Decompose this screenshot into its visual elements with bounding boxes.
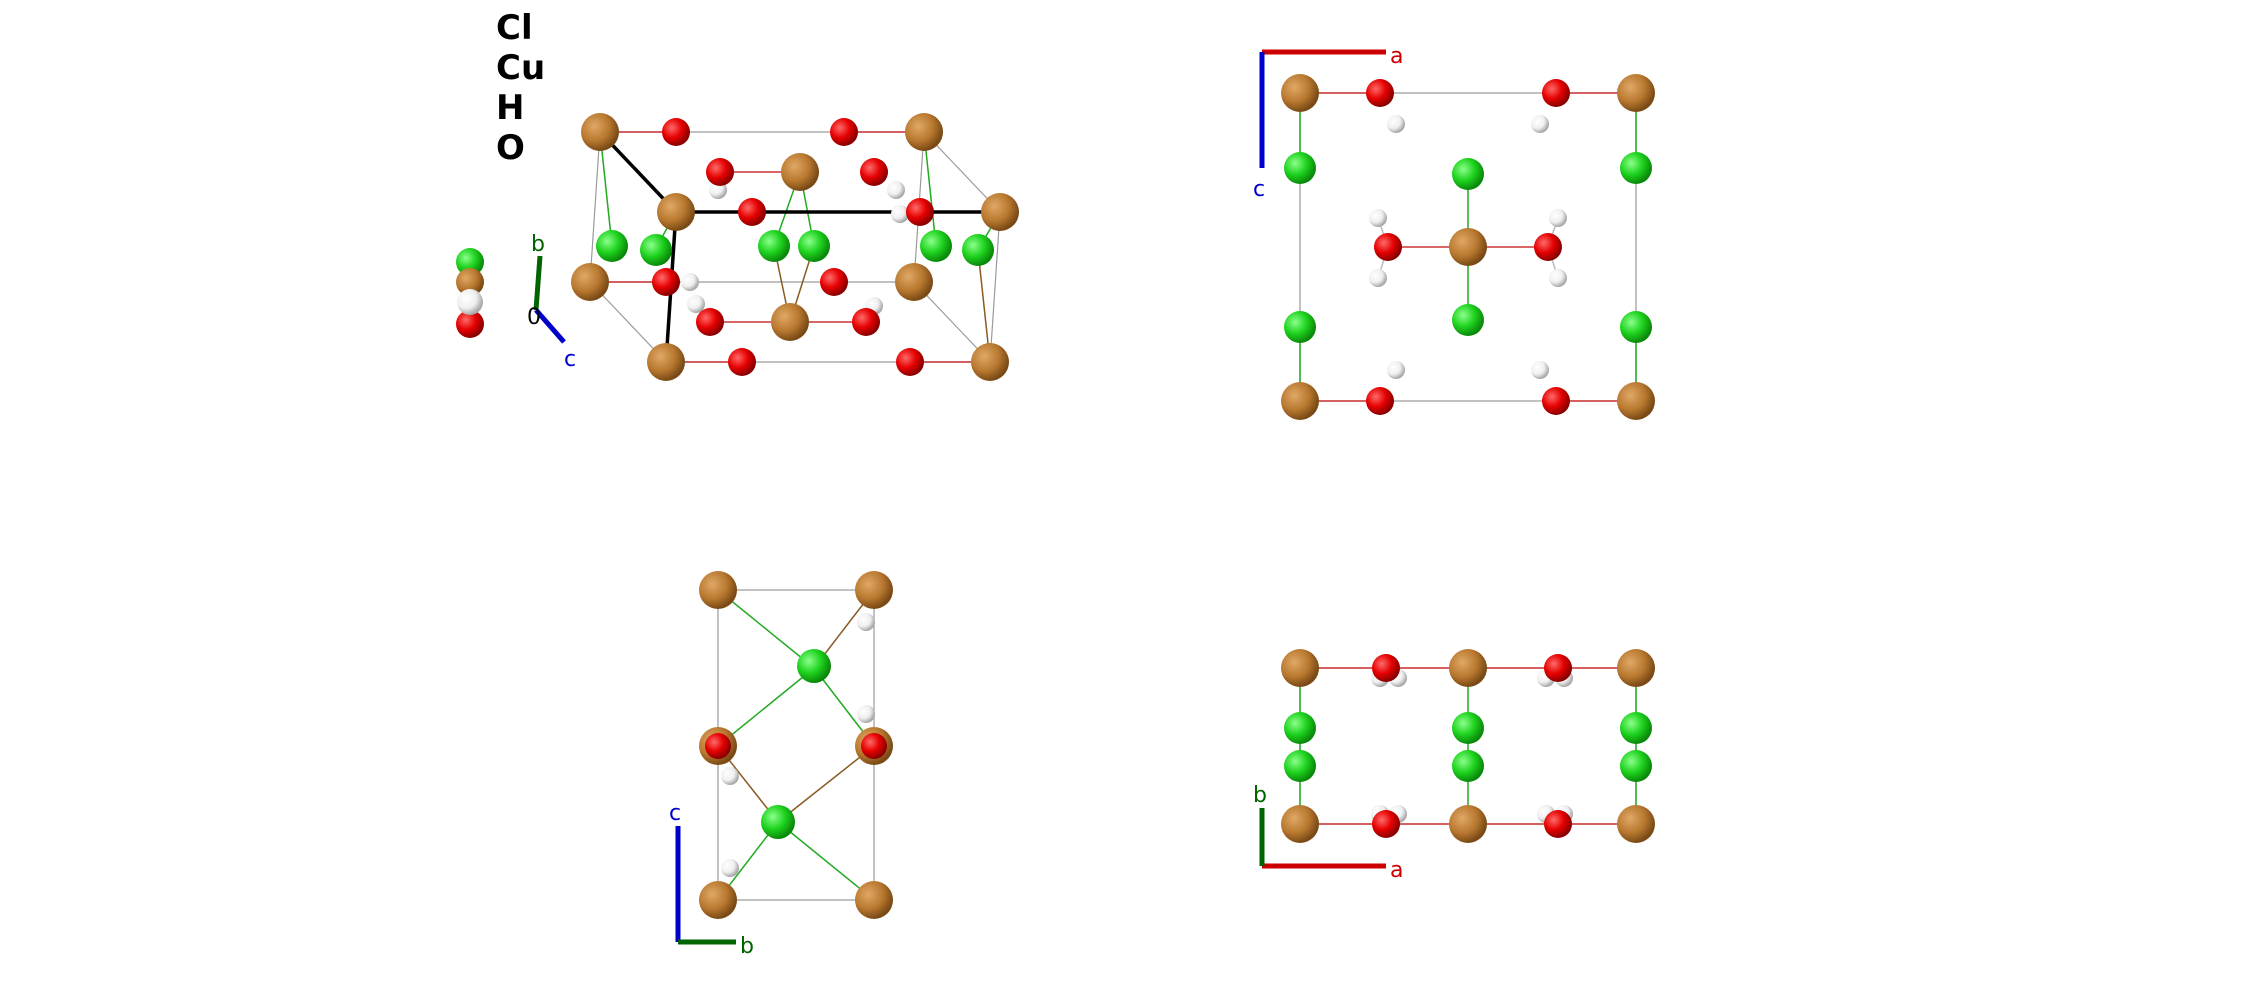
o-atoms-b — [1366, 79, 1570, 415]
cl-atoms-c — [1284, 712, 1652, 782]
view-a-axis: c b — [669, 571, 893, 959]
axis-label-c-bottom: c — [669, 801, 681, 826]
axis-triad-b: a c — [1253, 44, 1403, 202]
view-perspective: b c 0 — [456, 113, 1019, 381]
cl-atoms-perspective — [456, 230, 994, 276]
legend-o: O — [496, 128, 525, 168]
o-atoms-perspective — [456, 118, 934, 376]
bonds-c — [1299, 667, 1637, 825]
legend-h: H — [496, 88, 525, 128]
axis-label-b-perspective: b — [531, 232, 545, 257]
view-c-axis: a b — [1253, 649, 1655, 883]
h-atoms-b — [1369, 115, 1567, 379]
legend-cl: Cl — [496, 8, 533, 48]
axis-triad-c: a b — [1253, 783, 1403, 883]
cu-atoms-a — [699, 571, 893, 919]
unit-cell-outline-b — [1299, 92, 1637, 402]
axis-origin-label: 0 — [527, 305, 541, 330]
cu-atoms-perspective — [456, 113, 1019, 381]
axis-label-c-top: c — [1253, 177, 1265, 202]
o-atoms-c — [1372, 654, 1572, 838]
view-b-axis: a c — [1253, 44, 1655, 420]
element-legend: Cl Cu H O — [496, 8, 545, 168]
bonds-a — [717, 589, 875, 901]
legend-strip-h-icon — [457, 289, 483, 315]
cu-atoms-c — [1281, 649, 1655, 843]
axis-label-a-top: a — [1390, 44, 1403, 69]
cu-o-overlap-a — [699, 727, 893, 765]
unit-cell-outline-a — [717, 589, 875, 901]
cu-atoms-b — [1281, 74, 1655, 420]
h-atoms-c — [1371, 669, 1573, 823]
cl-atoms-a — [761, 649, 831, 839]
cl-atoms-b — [1284, 152, 1652, 343]
axis-label-b-right: b — [1253, 783, 1267, 808]
legend-cu: Cu — [496, 48, 546, 88]
axis-label-a-bottom: a — [1390, 858, 1403, 883]
axis-label-c-perspective: c — [564, 347, 576, 372]
h-atoms-perspective — [681, 181, 909, 315]
axis-triad-perspective: b c 0 — [527, 232, 576, 372]
axis-triad-a: c b — [669, 801, 754, 959]
h-atoms-a — [721, 613, 875, 877]
axis-label-b-bottom: b — [740, 934, 754, 959]
